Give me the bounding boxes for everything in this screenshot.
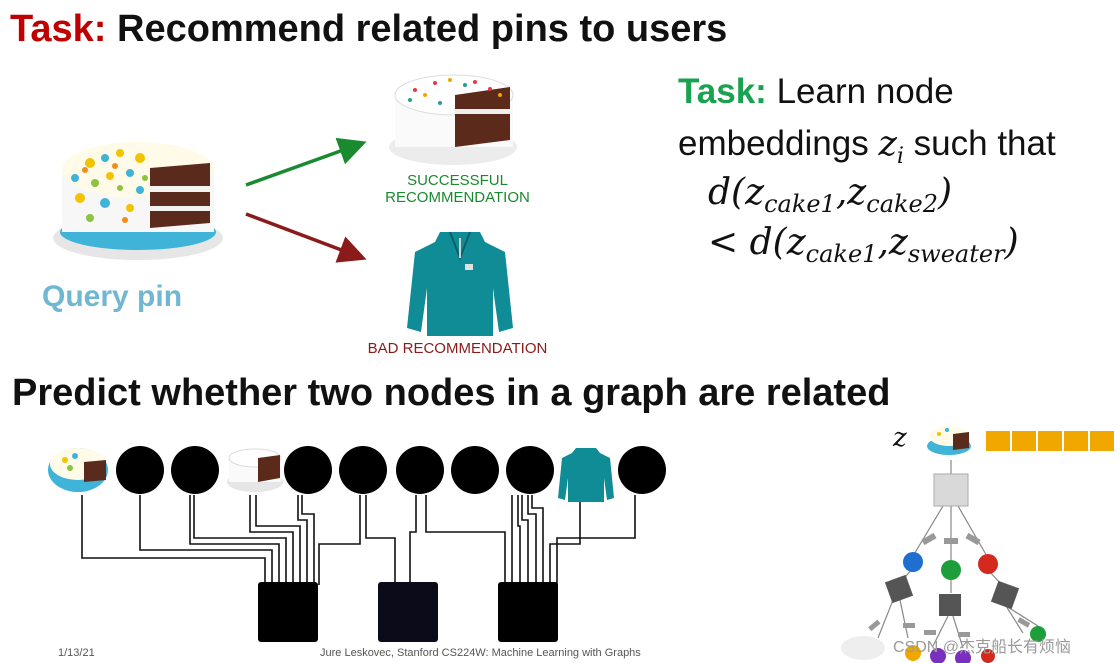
graph-square-node	[258, 582, 318, 642]
title-task-prefix: Task:	[10, 8, 107, 50]
embedding-cake-icon	[927, 426, 971, 455]
graph-edges	[81, 495, 636, 585]
graph-node	[116, 446, 164, 494]
sweater-node	[558, 448, 614, 502]
recommendation-arrows	[245, 137, 367, 263]
graph-node	[339, 446, 387, 494]
title-task-text: Recommend related pins to users	[117, 8, 728, 50]
section-heading: Predict whether two nodes in a graph are…	[12, 372, 891, 414]
graph-node	[171, 446, 219, 494]
graph-node	[618, 446, 666, 494]
equation-line1: d(zcake1,zcake2)	[708, 172, 953, 219]
z-label: z	[893, 423, 907, 453]
success-cake-icon	[389, 74, 517, 165]
success-cake-node	[227, 448, 283, 492]
graph-node	[451, 446, 499, 494]
query-cake-icon	[53, 142, 223, 260]
graph-square-node	[498, 582, 558, 642]
equation-line2: < d(zcake1,zsweater)	[708, 222, 1019, 269]
bad-arrow	[245, 212, 367, 263]
graph-square-node	[378, 582, 438, 642]
graph-node	[506, 446, 554, 494]
embedding-task-line2: embeddings zi such that	[678, 124, 1056, 169]
query-cake-node	[48, 448, 108, 492]
query-pin-label: Query pin	[42, 280, 183, 313]
gnn-computation-tree	[841, 460, 1046, 663]
bad-label: BAD RECOMMENDATION	[367, 340, 548, 357]
embedding-vector	[985, 430, 1115, 452]
embedding-task-line1: Task: Learn node	[678, 72, 954, 111]
success-arrow	[245, 137, 367, 187]
footer-citation: Jure Leskovec, Stanford CS224W: Machine …	[320, 647, 641, 659]
sweater-icon	[407, 231, 513, 336]
success-label: SUCCESSFUL RECOMMENDATION	[385, 172, 530, 206]
graph-node	[396, 446, 444, 494]
graph-node	[284, 446, 332, 494]
watermark: CSDN @杰克船长有烦恼	[893, 639, 1072, 656]
bipartite-graph	[48, 446, 666, 642]
page-title: Task: Recommend related pins to users	[10, 8, 727, 51]
footer-date: 1/13/21	[58, 647, 95, 659]
